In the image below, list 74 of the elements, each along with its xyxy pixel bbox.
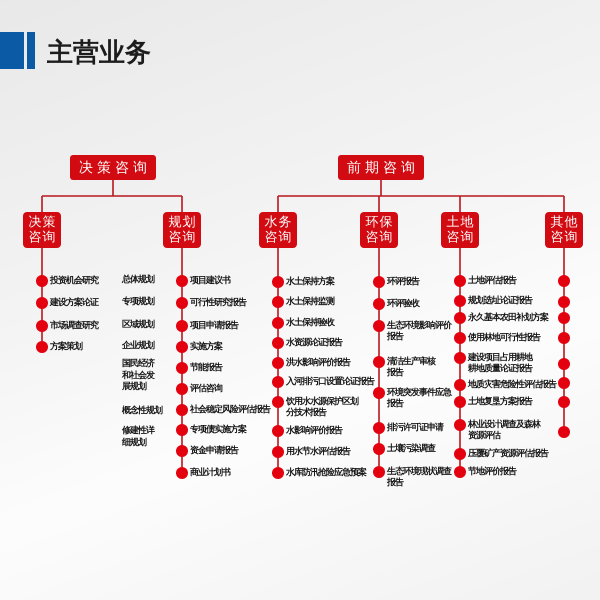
item-label: 投资机会研究 — [50, 276, 98, 287]
bullet-dot — [558, 377, 570, 389]
item-label: 土壤污染调查 — [387, 444, 435, 455]
subcategory-box: 水务咨询 — [259, 212, 297, 248]
item-label: 方案策划 — [50, 342, 82, 353]
item-label: 项目申请报告 — [190, 320, 238, 332]
item-label: 专项债实施方案 — [190, 424, 246, 436]
item-label: 用水节水评估报告 — [286, 446, 350, 458]
item-label: 生态环境现状调查报告 — [387, 466, 452, 490]
item-label: 使用林地可行性报告 — [468, 332, 540, 344]
bullet-dot — [558, 358, 570, 370]
subcategory-box: 环保咨询 — [360, 212, 398, 248]
item-label: 环评报告 — [387, 276, 419, 288]
item-label: 节地评价报告 — [468, 466, 516, 478]
item-label: 水土保持验收 — [286, 318, 334, 329]
item-label: 生态环境影响评价报告 — [387, 320, 452, 344]
list-label: 国民经济和社会发展规划 — [122, 359, 155, 394]
list-label: 专项规划 — [122, 297, 154, 309]
item-label: 洪水影响评价报告 — [286, 358, 350, 369]
item-label: 水影响评价报告 — [286, 426, 342, 437]
bullet-dot — [558, 312, 570, 324]
item-label: 入河排污口设置论证报告 — [286, 376, 374, 388]
connector-line — [277, 179, 565, 213]
bullet-dot — [558, 396, 570, 408]
item-label: 林业设计调查及森林资源评估 — [468, 420, 541, 442]
item-label: 社会稳定风险评估报告 — [190, 404, 270, 416]
item-label: 环评验收 — [387, 298, 419, 310]
page-title: 主营业务 — [47, 38, 151, 68]
subcategory-box: 决策咨询 — [23, 212, 61, 248]
item-label: 评估咨询 — [190, 384, 222, 395]
category-box: 决策咨询 — [70, 155, 156, 180]
item-label: 饮用水水源保护区划分技术报告 — [286, 396, 359, 420]
item-label: 土地评估报告 — [468, 276, 516, 287]
category-box: 前期咨询 — [338, 155, 424, 180]
item-label: 压覆矿产资源评估报告 — [468, 448, 548, 460]
item-label: 市场调查研究 — [50, 320, 98, 332]
item-label: 可行性研究报告 — [190, 298, 246, 309]
bullet-dot — [558, 332, 570, 344]
subcategory-box: 规划咨询 — [163, 212, 201, 248]
item-label: 排污许可证申请 — [387, 422, 443, 434]
list-label: 企业规划 — [122, 341, 154, 353]
list-label: 概念性规划 — [122, 406, 162, 418]
connector-line — [277, 248, 279, 467]
item-label: 规划选址论证报告 — [468, 296, 532, 307]
item-label: 清洁生产审核报告 — [387, 356, 436, 380]
connector-line — [459, 248, 461, 466]
list-label: 修建性详细规划 — [122, 426, 155, 450]
bullet-dot — [558, 426, 570, 438]
bullet-dot — [558, 275, 570, 287]
item-label: 地质灾害危险性评估报告 — [468, 380, 556, 391]
item-label: 节能报告 — [190, 362, 222, 374]
connector-line — [41, 179, 183, 213]
item-label: 水库防汛抢险应急预案 — [286, 468, 366, 479]
item-label: 永久基本农田补划方案 — [468, 312, 548, 324]
item-label: 建设项目占用耕地耕地质量论证报告 — [468, 352, 533, 376]
connector-line — [378, 248, 380, 466]
item-label: 环境突发事件应急报告 — [387, 388, 452, 410]
list-label: 区域规划 — [122, 320, 154, 332]
item-label: 土地复垦方案报告 — [468, 396, 532, 408]
item-label: 水土保持监测 — [286, 296, 334, 308]
item-label: 水资源论证报告 — [286, 338, 342, 349]
bullet-dot — [558, 296, 570, 308]
item-label: 项目建议书 — [190, 276, 230, 287]
list-label: 总体规划 — [122, 275, 154, 287]
item-label: 建设方案论证 — [50, 298, 98, 309]
item-label: 实施方案 — [190, 342, 222, 353]
subcategory-box: 土地咨询 — [441, 212, 479, 248]
item-label: 商业计划书 — [190, 468, 230, 479]
connector-line — [563, 248, 565, 426]
item-label: 资金申请报告 — [190, 446, 238, 457]
connector-line — [181, 248, 183, 467]
subcategory-box: 其他咨询 — [545, 212, 583, 248]
connector-line — [41, 248, 43, 341]
item-label: 水土保持方案 — [286, 276, 334, 288]
